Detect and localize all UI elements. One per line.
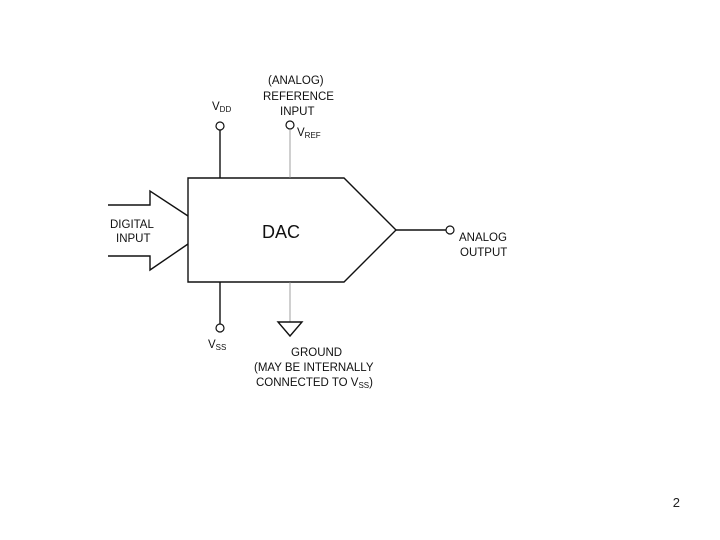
ground-label-line2: (MAY BE INTERNALLY	[254, 362, 374, 374]
analog-output-label-line2: OUTPUT	[460, 247, 507, 259]
dac-label: DAC	[262, 222, 300, 242]
digital-input-label-line2: INPUT	[116, 233, 151, 245]
ground-label-line3: CONNECTED TO VSS)	[256, 377, 373, 390]
digital-input-arrow-bottom	[108, 243, 189, 272]
analog-output-terminal	[445, 225, 455, 235]
reference-input-label-line2: REFERENCE	[263, 91, 334, 103]
digital-input-arrow-top	[108, 189, 189, 217]
reference-input-label-line3: INPUT	[280, 106, 315, 118]
ground-symbol-icon	[276, 321, 304, 338]
analog-output-label-line1: ANALOG	[459, 232, 507, 244]
dac-block	[187, 177, 397, 283]
page-number: 2	[672, 495, 680, 510]
vss-label: VSS	[208, 339, 226, 352]
vdd-terminal	[215, 121, 225, 131]
digital-input-label-line1: DIGITAL	[110, 219, 154, 231]
vref-terminal	[285, 120, 295, 130]
reference-input-label-line1: (ANALOG)	[268, 75, 324, 87]
vdd-label: VDD	[212, 101, 231, 114]
vref-label: VREF	[297, 127, 321, 140]
ground-label-line1: GROUND	[291, 347, 342, 359]
vss-terminal	[215, 323, 225, 333]
